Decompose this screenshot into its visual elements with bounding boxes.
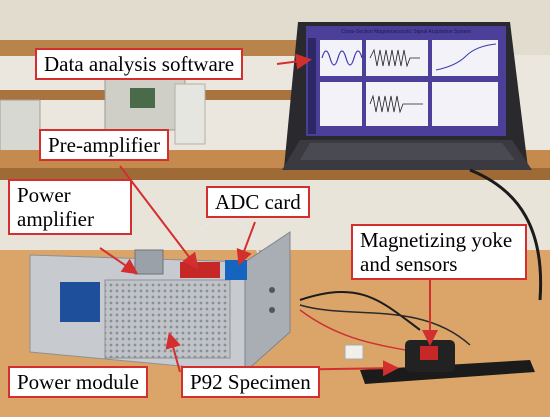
bg-device-panel [130, 88, 155, 108]
cable [469, 168, 543, 301]
label-software: Data analysis software [35, 48, 244, 81]
bg-device-2 [174, 83, 206, 145]
cable [299, 309, 406, 351]
yoke-coil [420, 346, 438, 360]
label-preamp: Pre-amplifier [39, 129, 169, 162]
arrow-power-module [165, 332, 181, 373]
arrow-preamp [119, 165, 199, 270]
screen-title: Cross-Section Magnetoacoustic Signal Acq… [341, 29, 471, 35]
laptop-keys [300, 143, 515, 160]
screen-controls [320, 82, 362, 126]
power-amplifier-board [60, 282, 100, 322]
sensor [344, 344, 364, 360]
enclosure-front [244, 231, 291, 374]
label-power-module: Power module [8, 366, 148, 399]
screen-plot-5 [432, 82, 498, 126]
label-power-amplifier: Power amplifier [8, 179, 132, 236]
adc-card [225, 260, 247, 280]
label-adc-card: ADC card [206, 186, 310, 219]
arrow-software [276, 53, 312, 70]
power-module [104, 279, 231, 359]
cable [199, 217, 261, 261]
cable [299, 304, 471, 346]
arrow-adc [236, 221, 256, 266]
screen-sidebar [308, 38, 316, 134]
preamp-board [180, 262, 220, 278]
cable [299, 291, 421, 331]
desk-shelf-front [0, 168, 550, 180]
label-yoke-sensors: Magnetizing yoke and sensors [351, 224, 527, 281]
arrow-power-amp [99, 247, 139, 275]
screen-plot-1 [320, 40, 362, 76]
grey-box [134, 249, 164, 275]
label-specimen: P92 Specimen [181, 366, 320, 399]
screen-plot-3 [432, 40, 498, 76]
